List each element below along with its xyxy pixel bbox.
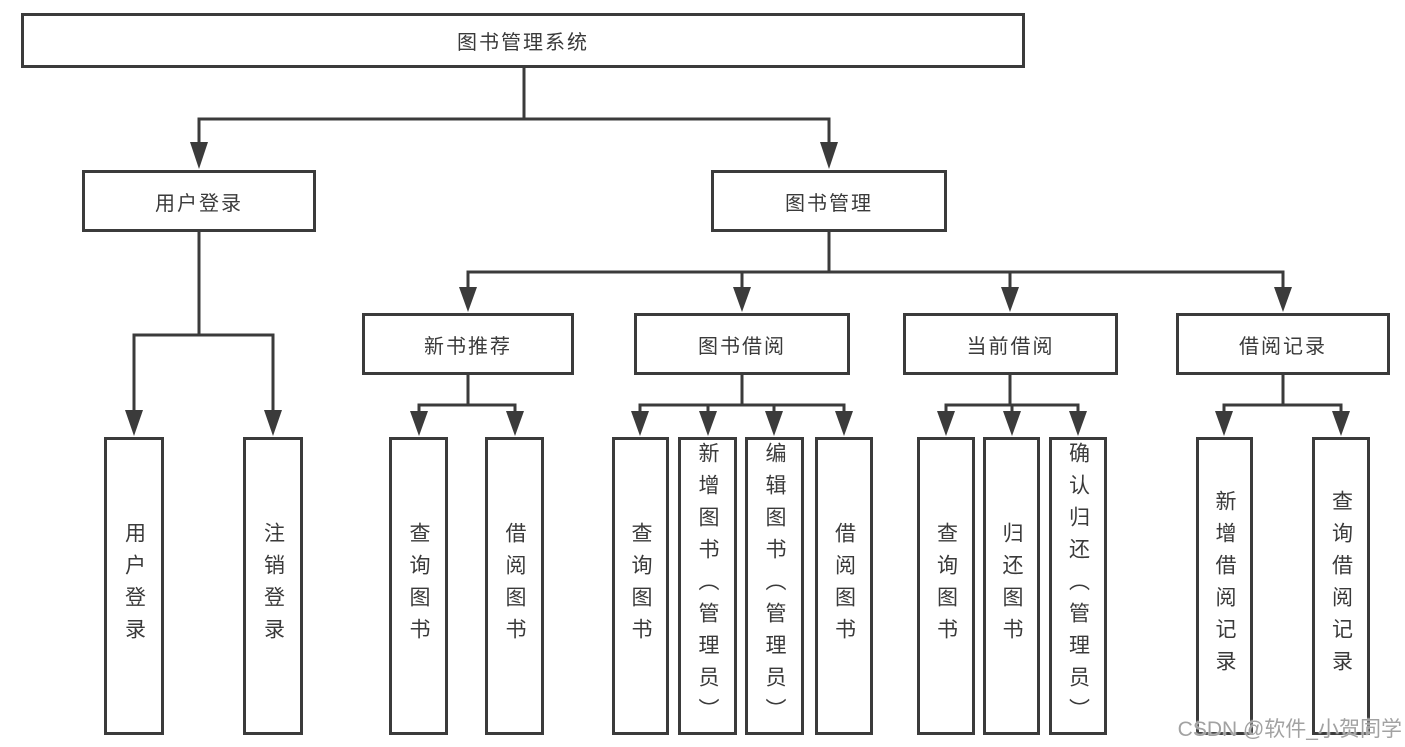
node-label: 新书推荐 — [424, 335, 512, 358]
node-leaf-return-books: 归还图书 — [983, 437, 1040, 735]
node-book-management: 图书管理 — [711, 170, 947, 232]
node-leaf-query-books-recommend: 查询图书 — [389, 437, 448, 735]
node-leaf-query-borrow-record: 查询借阅记录 — [1312, 437, 1370, 735]
node-label: 用户登录 — [155, 192, 243, 215]
node-leaf-borrow-books: 借阅图书 — [815, 437, 873, 735]
node-leaf-edit-books-admin: 编辑图书（管理员） — [745, 437, 804, 735]
node-leaf-add-borrow-record: 新增借阅记录 — [1196, 437, 1253, 735]
node-library-management-system: 图书管理系统 — [21, 13, 1025, 68]
node-label: 借阅图书 — [832, 522, 856, 650]
node-label: 归还图书 — [1000, 522, 1023, 650]
node-leaf-query-books-borrow: 查询图书 — [612, 437, 669, 735]
csdn-watermark: CSDN @软件_小贺同学 — [1177, 718, 1402, 741]
node-label: 图书管理 — [785, 192, 873, 215]
node-leaf-borrow-books-recommend: 借阅图书 — [485, 437, 544, 735]
node-leaf-user-login: 用户登录 — [104, 437, 164, 735]
node-label: 图书借阅 — [698, 335, 786, 358]
node-label: 借阅记录 — [1239, 335, 1327, 358]
node-leaf-add-books-admin: 新增图书（管理员） — [678, 437, 737, 735]
node-label: 注销登录 — [261, 522, 285, 650]
node-borrowing-records: 借阅记录 — [1176, 313, 1390, 375]
node-leaf-logout: 注销登录 — [243, 437, 303, 735]
node-label: 确认归还（管理员） — [1066, 442, 1090, 730]
node-leaf-query-books-current: 查询图书 — [917, 437, 975, 735]
node-label: 借阅图书 — [503, 522, 526, 650]
node-label: 编辑图书（管理员） — [763, 442, 786, 730]
node-label: 查询图书 — [629, 522, 652, 650]
node-current-borrowing: 当前借阅 — [903, 313, 1118, 375]
node-label: 新增图书（管理员） — [696, 442, 719, 730]
node-book-borrowing: 图书借阅 — [634, 313, 850, 375]
node-label: 查询图书 — [407, 522, 430, 650]
node-label: 当前借阅 — [966, 335, 1055, 358]
node-label: 查询借阅记录 — [1329, 490, 1353, 682]
node-label: 查询图书 — [934, 522, 958, 650]
node-label: 新增借阅记录 — [1213, 490, 1236, 682]
node-label: 用户登录 — [122, 522, 146, 650]
node-user-login: 用户登录 — [82, 170, 316, 232]
node-label: 图书管理系统 — [457, 32, 589, 54]
node-new-book-recommend: 新书推荐 — [362, 313, 574, 375]
node-leaf-confirm-return-admin: 确认归还（管理员） — [1049, 437, 1107, 735]
